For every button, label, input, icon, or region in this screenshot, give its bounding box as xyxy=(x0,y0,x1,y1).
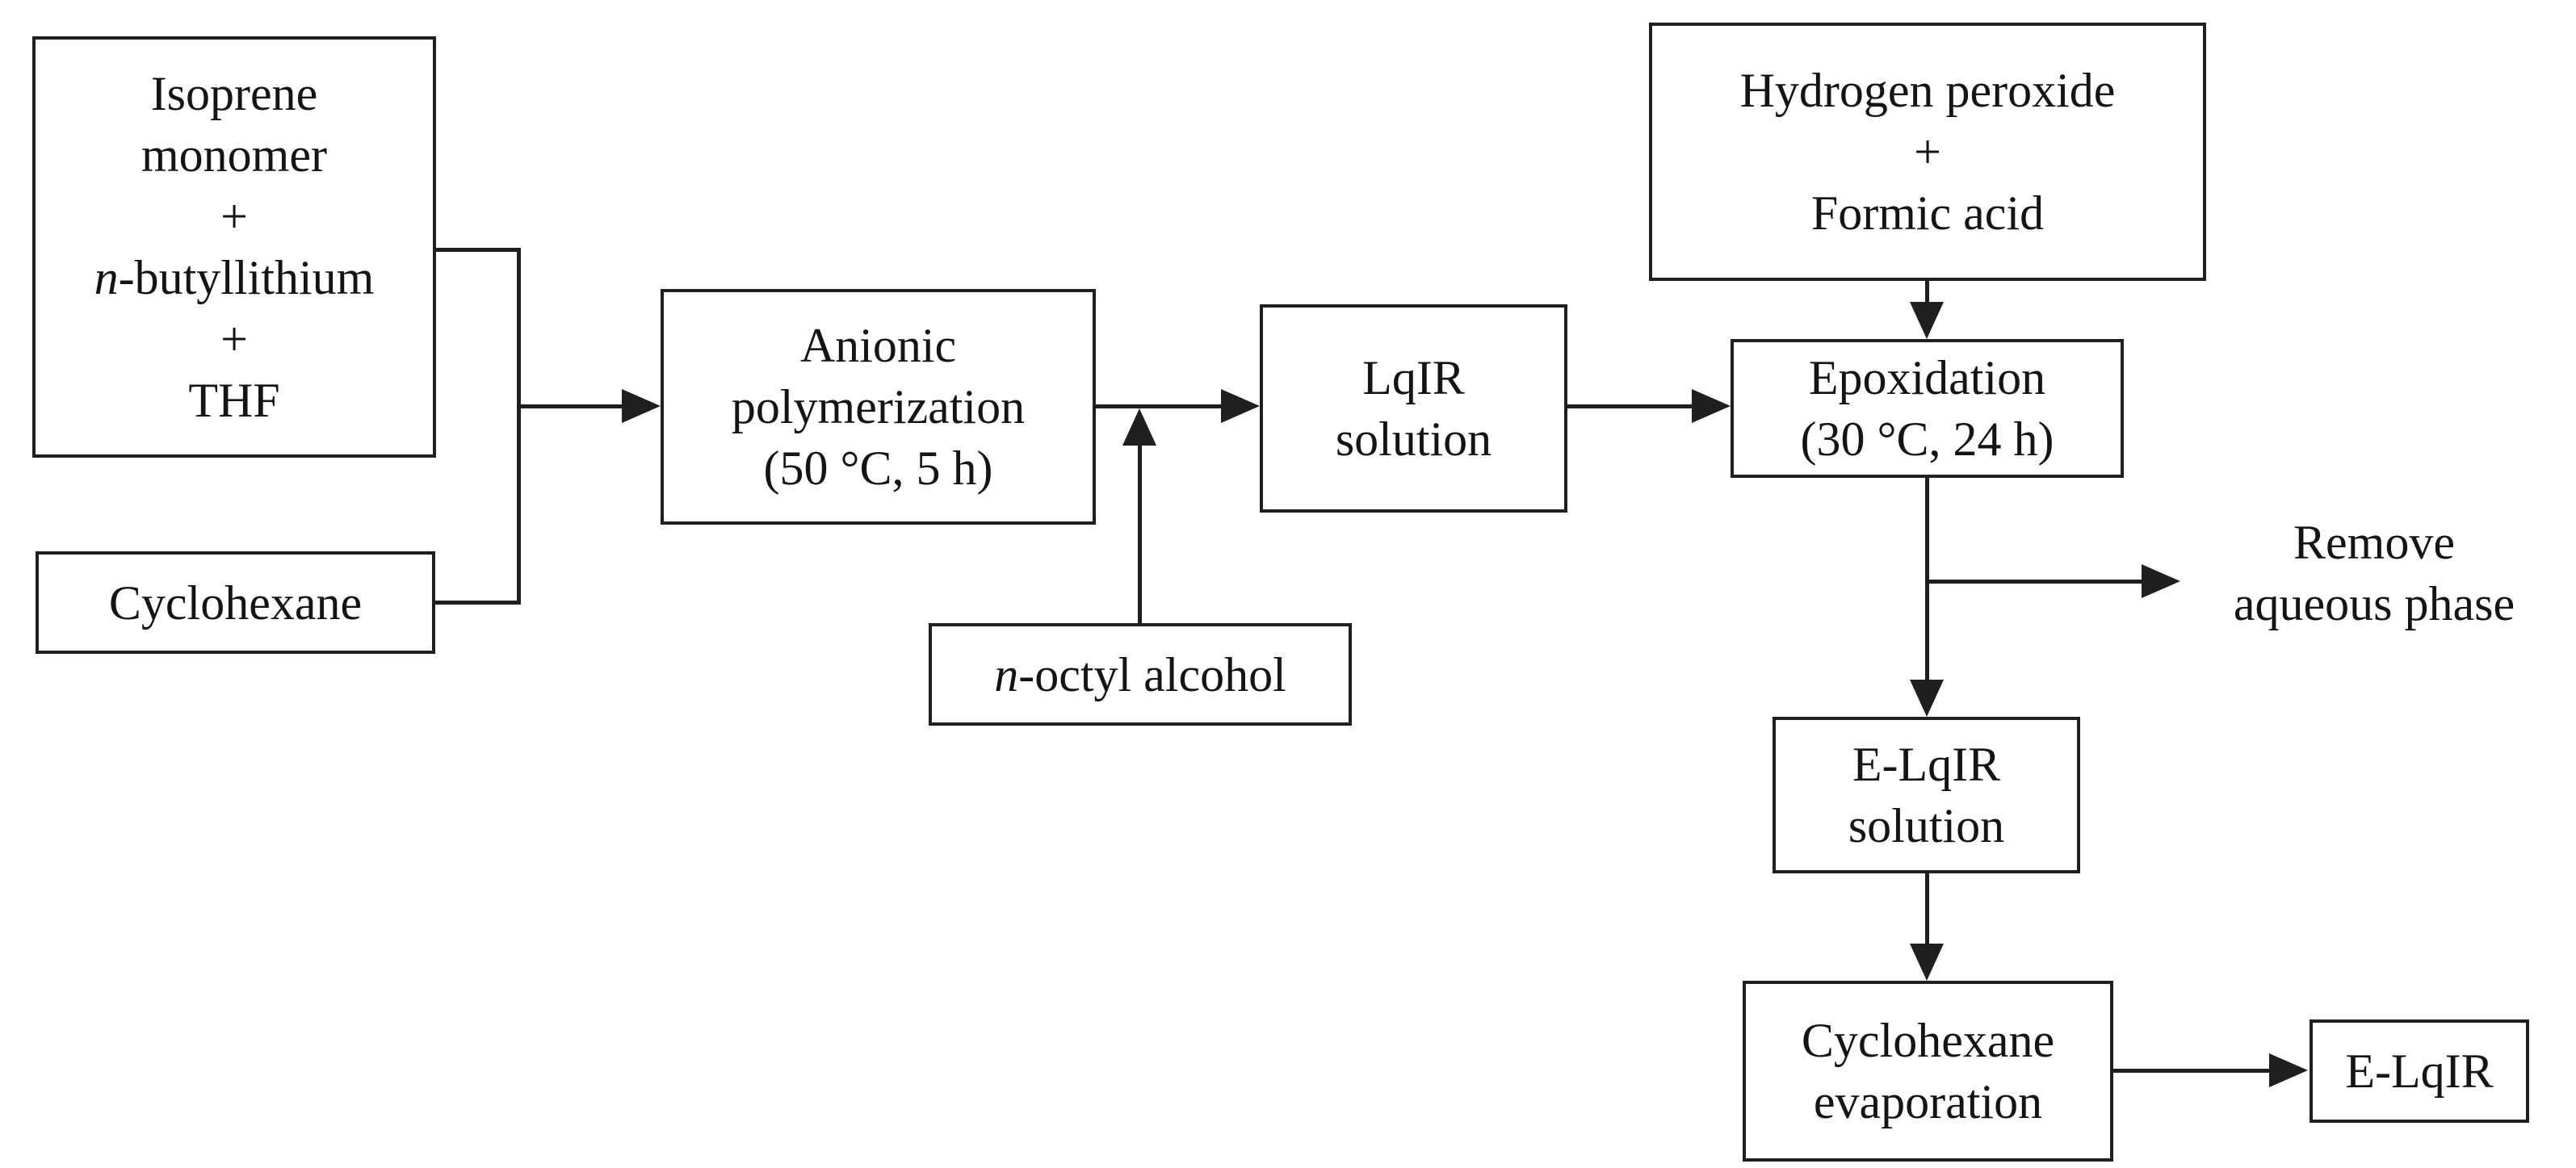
box-hydrogen-peroxide-formic-acid: Hydrogen peroxide + Formic acid xyxy=(1649,23,2206,281)
connector-bus-vertical xyxy=(517,248,521,605)
box-e-lqir-solution: E-LqIR solution xyxy=(1773,717,2080,873)
box-epoxidation: Epoxidation (30 °C, 24 h) xyxy=(1731,339,2124,478)
box-text-line: solution xyxy=(1335,412,1492,466)
box-text-line: Anionic xyxy=(799,319,957,372)
box-cyclohexane: Cyclohexane xyxy=(36,551,435,654)
label-remove-aqueous-phase: Remove aqueous phase xyxy=(2221,504,2528,642)
connector-cyclohexane-out xyxy=(434,601,521,605)
arrowhead-right-icon xyxy=(2269,1053,2308,1087)
arrow-anionic-to-lqir-shaft xyxy=(1095,404,1223,408)
box-text-line: monomer xyxy=(141,128,327,182)
box-text-line: Cyclohexane xyxy=(1801,1014,2055,1067)
box-cyclohexane-evaporation: Cyclohexane evaporation xyxy=(1743,981,2113,1162)
arrow-epoxidation-down-shaft xyxy=(1925,478,1929,680)
box-isoprene-monomer: Isoprene monomer + n-butyllithium + THF xyxy=(32,36,436,458)
box-text-line: Epoxidation xyxy=(1808,351,2046,404)
box-anionic-polymerization: Anionic polymerization (50 °C, 5 h) xyxy=(661,289,1096,525)
box-text-line: LqIR xyxy=(1362,351,1465,404)
box-text-line: Isoprene xyxy=(150,67,318,120)
arrow-solution-to-evaporation-shaft xyxy=(1925,873,1929,944)
arrowhead-down-icon xyxy=(1910,944,1944,981)
box-text-line: polymerization xyxy=(731,380,1026,433)
box-text-line: THF xyxy=(188,374,280,427)
arrowhead-right-icon xyxy=(1692,389,1731,423)
box-text-line: n-octyl alcohol xyxy=(994,647,1286,701)
box-e-lqir-product: E-LqIR xyxy=(2310,1019,2529,1123)
arrowhead-down-icon xyxy=(1910,680,1944,717)
box-text-line: Cyclohexane xyxy=(108,576,363,630)
arrow-lqir-to-epoxidation-shaft xyxy=(1567,404,1692,408)
arrow-noctyl-up-shaft xyxy=(1138,446,1142,624)
plus-sign: + xyxy=(1914,125,1941,178)
arrowhead-right-icon xyxy=(2142,564,2180,598)
box-text-line: Formic acid xyxy=(1810,186,2045,240)
connector-isoprene-out xyxy=(434,248,521,252)
box-text-line: E-LqIR xyxy=(2345,1045,2494,1098)
box-text-line: (50 °C, 5 h) xyxy=(763,442,993,495)
arrow-remove-branch-shaft xyxy=(1927,580,2143,584)
arrow-hydrogen-down-shaft xyxy=(1925,279,1929,304)
plus-sign: + xyxy=(220,312,248,366)
box-text-line: evaporation xyxy=(1813,1075,2043,1128)
arrowhead-right-icon xyxy=(622,389,661,423)
plus-sign: + xyxy=(220,190,248,243)
arrowhead-right-icon xyxy=(1221,389,1260,423)
box-text-line: solution xyxy=(1848,799,2005,852)
box-text-line: E-LqIR xyxy=(1852,738,2001,791)
box-lqir-solution: LqIR solution xyxy=(1260,304,1567,513)
box-n-octyl-alcohol: n-octyl alcohol xyxy=(929,623,1352,726)
box-text-line: Hydrogen peroxide xyxy=(1739,64,2116,117)
arrow-evaporation-to-product-shaft xyxy=(2113,1069,2271,1073)
arrowhead-up-icon xyxy=(1122,408,1156,446)
label-text-line: Remove xyxy=(2293,516,2455,569)
label-text-line: aqueous phase xyxy=(2233,577,2515,630)
arrow-bus-to-anionic-shaft xyxy=(518,404,623,408)
box-text-line: n-butyllithium xyxy=(94,251,375,304)
arrowhead-down-icon xyxy=(1910,302,1944,339)
box-text-line: (30 °C, 24 h) xyxy=(1800,412,2054,466)
